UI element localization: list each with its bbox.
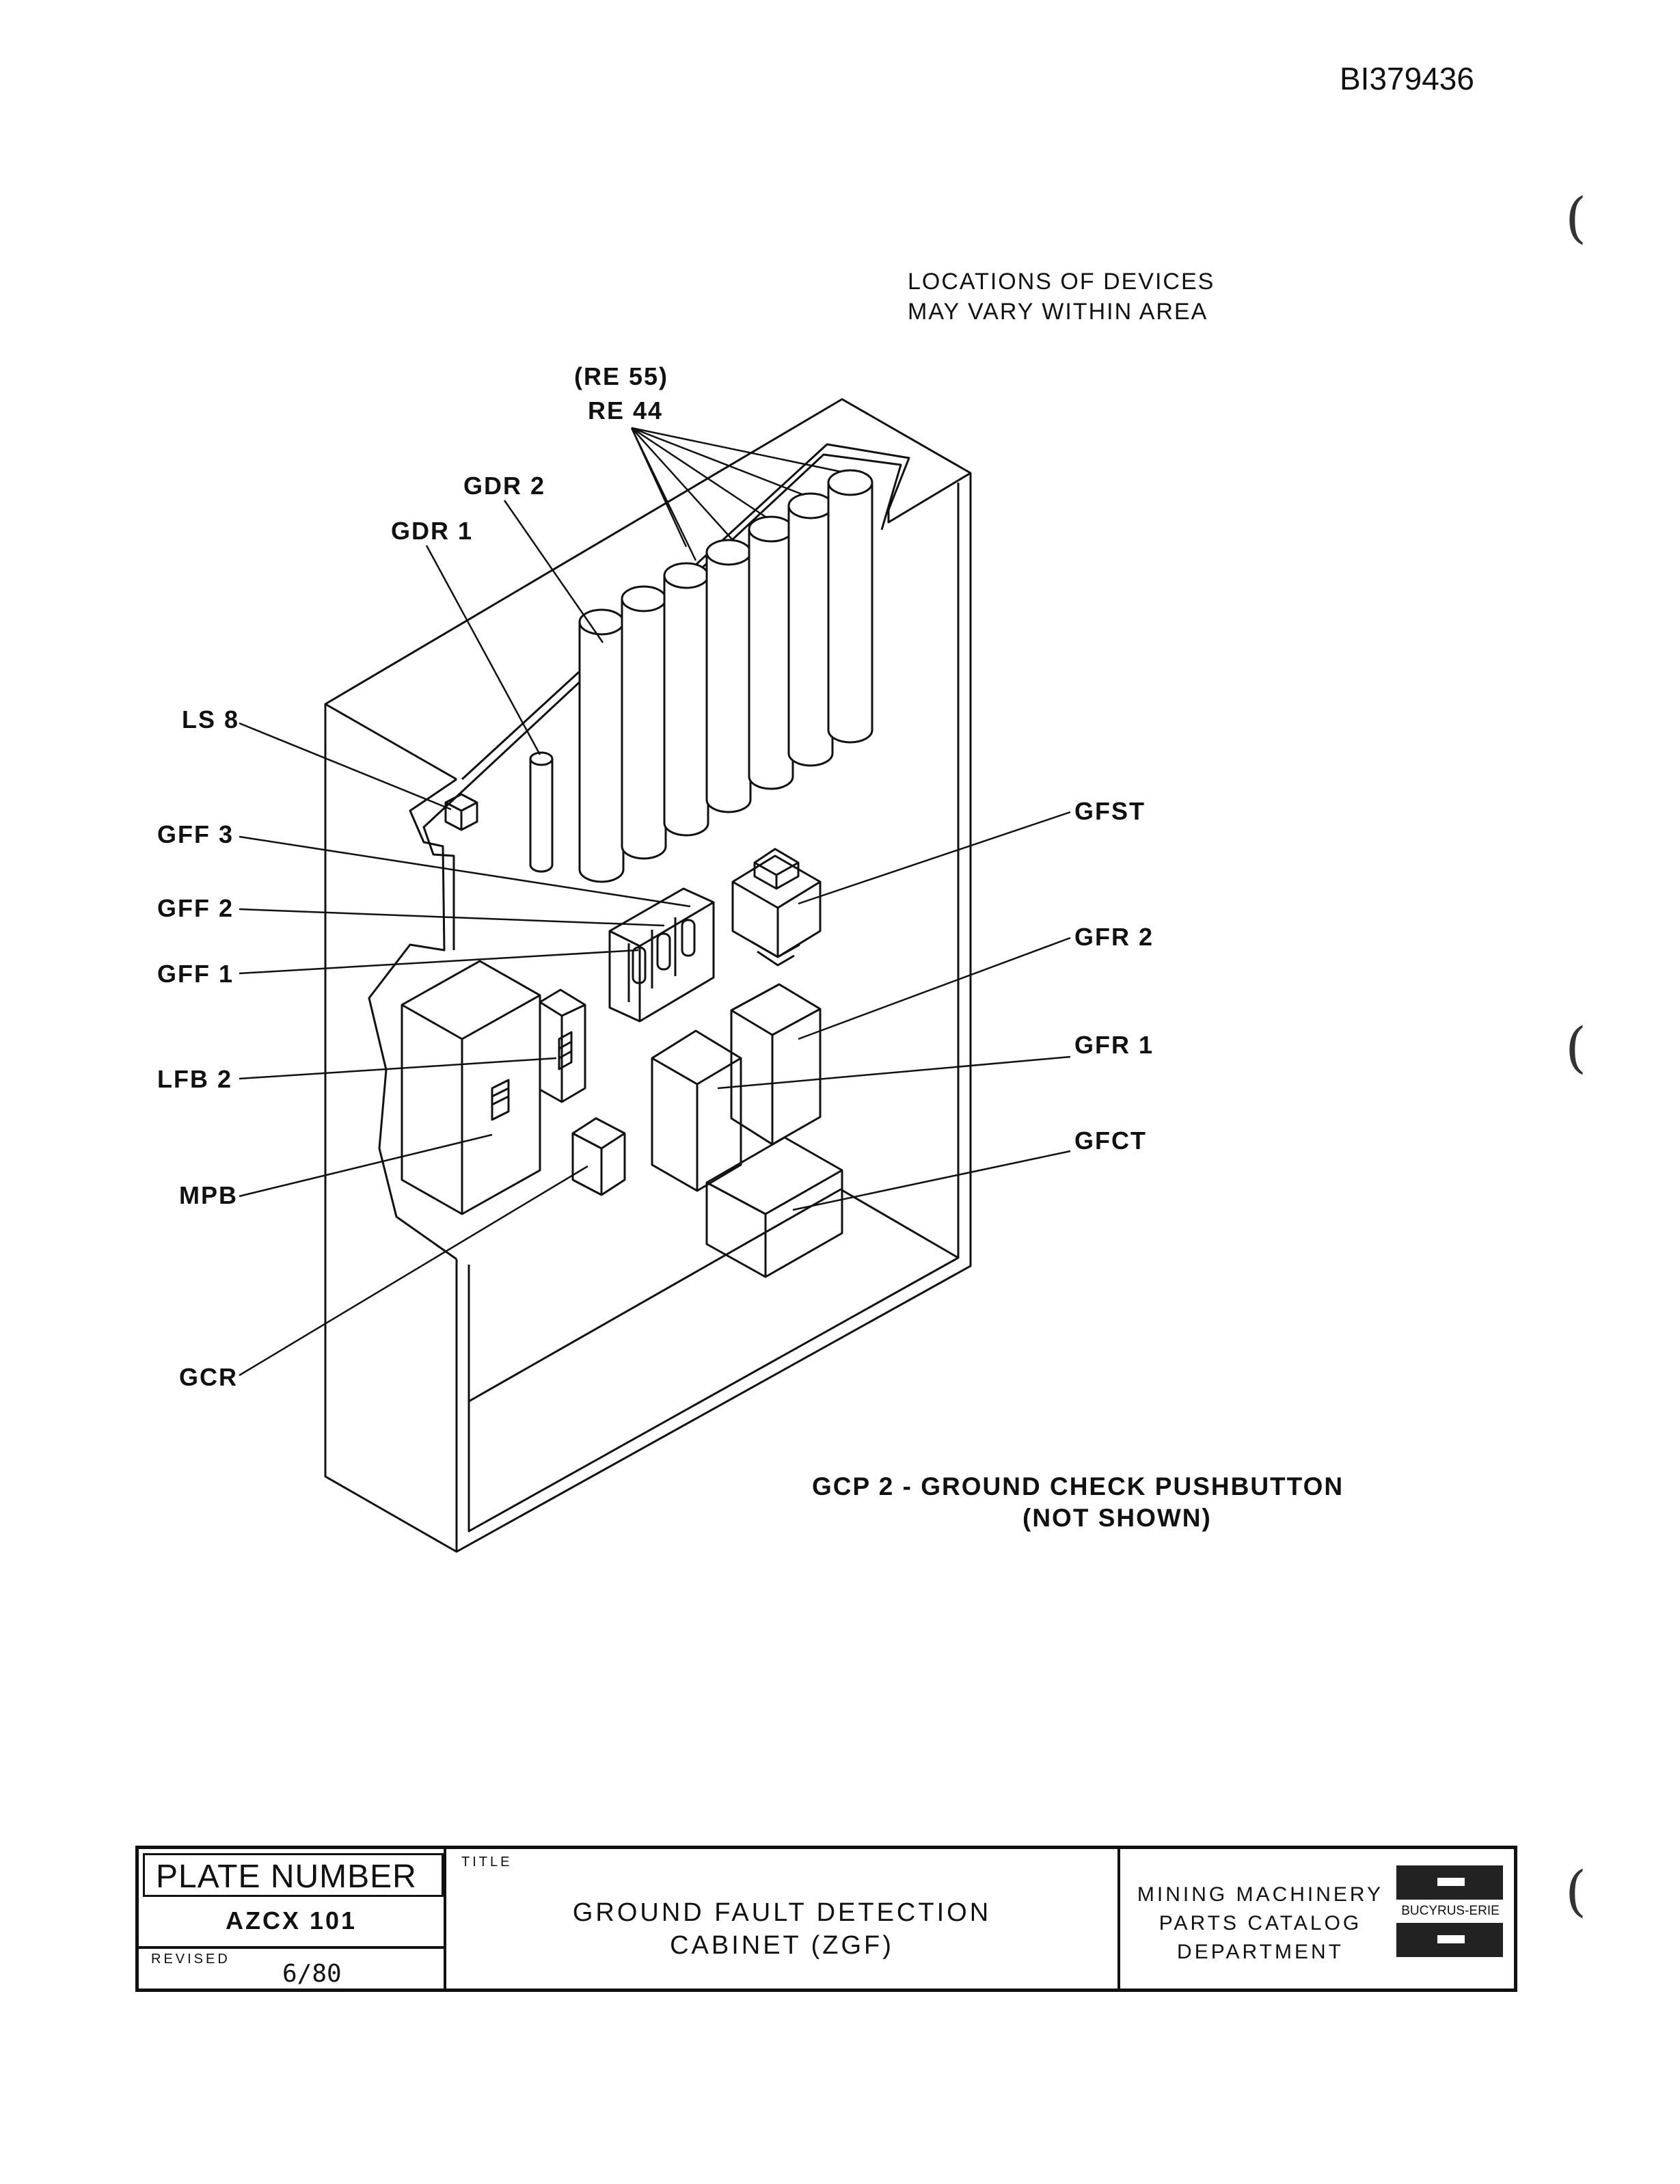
mpb-device [401, 960, 541, 1215]
logo-mark-bottom [1396, 1923, 1503, 1957]
gff3-leader [239, 835, 691, 908]
plate-title-line2: CABINET (ZGF) [670, 1931, 894, 1960]
footnote-line1: GCP 2 - GROUND CHECK PUSHBUTTON [812, 1472, 1344, 1500]
label-re44: RE 44 [588, 396, 664, 424]
label-gfct: GFCT [1074, 1127, 1147, 1155]
label-gcr: GCR [179, 1363, 238, 1391]
revised-label: REVISED [151, 1952, 230, 1967]
plate-number-header: PLATE NUMBER [143, 1853, 444, 1897]
label-gfr2: GFR 2 [1074, 923, 1154, 951]
re44-leaders [630, 427, 841, 561]
label-gff1: GFF 1 [157, 960, 234, 988]
plate-number-label: PLATE NUMBER [156, 1859, 417, 1895]
label-ls8: LS 8 [182, 705, 240, 733]
gfr1-leader [717, 1055, 1071, 1090]
plate-title-line1: GROUND FAULT DETECTION [572, 1898, 992, 1927]
gfst-device [731, 848, 822, 967]
label-re55: (RE 55) [574, 362, 669, 390]
label-mpb: MPB [179, 1181, 238, 1209]
gcr-device [571, 1117, 626, 1196]
gff1-leader [239, 949, 639, 975]
gff2-leader [239, 908, 665, 927]
gfr2-leader [798, 936, 1071, 1040]
lfb2-leader [239, 1057, 557, 1080]
binder-mark-middle: ( [1565, 1016, 1587, 1079]
gfct-device [705, 1136, 843, 1278]
location-note-line1: LOCATIONS OF DEVICES [908, 269, 1215, 295]
plate-number-divider [139, 1946, 444, 1949]
cabinet-outline [324, 398, 972, 1553]
gfct-leader [792, 1150, 1071, 1211]
department-line2: PARTS CATALOG [1159, 1912, 1362, 1934]
plate-number-section: PLATE NUMBER AZCX 101 REVISED 6/80 [139, 1849, 446, 1988]
title-block: PLATE NUMBER AZCX 101 REVISED 6/80 TITLE… [135, 1846, 1517, 1992]
label-lfb2: LFB 2 [157, 1065, 233, 1093]
revised-value: 6/80 [282, 1960, 342, 1988]
lfb2-device [539, 988, 586, 1103]
label-gdr2: GDR 2 [463, 472, 546, 500]
department-line1: MINING MACHINERY [1137, 1883, 1384, 1906]
gfr2-device [730, 983, 822, 1146]
gff-fuse-block [608, 887, 715, 1023]
location-note-line2: MAY VARY WITHIN AREA [908, 299, 1208, 325]
department-line3: DEPARTMENT [1177, 1941, 1344, 1963]
gfst-leader [798, 811, 1071, 905]
title-label: TITLE [461, 1855, 513, 1870]
ls8-leader [239, 722, 452, 811]
document-id: BI379436 [1340, 61, 1474, 96]
label-gff3: GFF 3 [157, 820, 234, 848]
footnote-line2: (NOT SHOWN) [1022, 1504, 1212, 1532]
leader-lines [239, 427, 1071, 1377]
logo-mark-top [1396, 1865, 1503, 1900]
mpb-leader [239, 1133, 493, 1198]
gdr1-leader [425, 545, 541, 755]
gdr2-leader [503, 500, 604, 643]
department-section: MINING MACHINERY PARTS CATALOG DEPARTMEN… [1117, 1849, 1514, 1988]
plate-number-value: AZCX 101 [225, 1906, 357, 1934]
binder-mark-bottom: ( [1565, 1859, 1587, 1923]
label-gff2: GFF 2 [157, 894, 234, 922]
label-gfr1: GFR 1 [1074, 1031, 1154, 1059]
gdr1-device [529, 751, 554, 873]
logo-name: BUCYRUS-ERIE [1401, 1904, 1500, 1918]
bucyrus-erie-logo: BUCYRUS-ERIE [1394, 1865, 1507, 1957]
binder-mark-top: ( [1565, 186, 1587, 250]
ls8-device [444, 793, 478, 831]
gcr-leader [239, 1165, 588, 1377]
resistor-tubes [578, 469, 873, 883]
gfr1-device [651, 1029, 742, 1192]
location-note: LOCATIONS OF DEVICES MAY VARY WITHIN ARE… [908, 267, 1215, 327]
label-gfst: GFST [1074, 797, 1146, 825]
label-gdr1: GDR 1 [391, 517, 474, 545]
